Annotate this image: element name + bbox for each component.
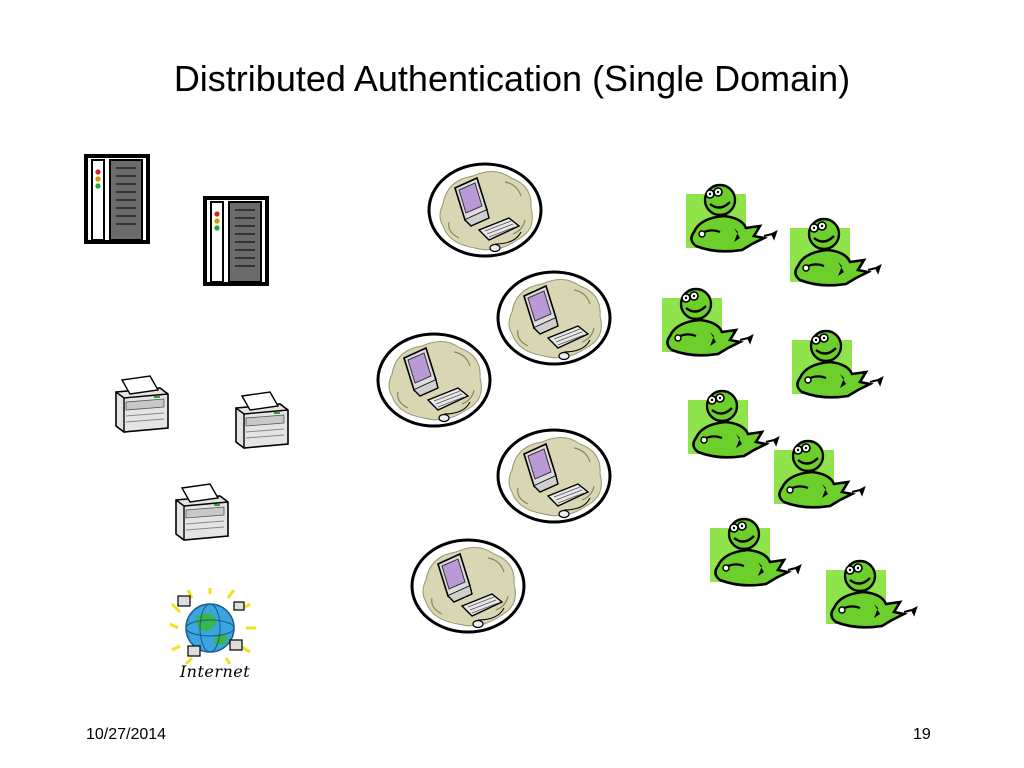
user-icon — [704, 510, 804, 590]
globe-icon — [169, 588, 256, 664]
printer-icon — [170, 480, 232, 542]
server-icon — [203, 196, 269, 286]
workstation-icon — [374, 330, 494, 430]
workstation-icon — [494, 426, 614, 526]
slide-date: 10/27/2014 — [86, 726, 167, 743]
user-icon — [682, 382, 782, 462]
workstation-icon — [425, 160, 545, 260]
user-icon — [680, 176, 780, 256]
slide-page-number: 19 — [913, 726, 931, 743]
user-icon — [786, 322, 886, 402]
user-icon — [784, 210, 884, 290]
printer-icon — [110, 372, 172, 434]
slide-title: Distributed Authentication (Single Domai… — [173, 58, 851, 99]
server-icon — [84, 154, 150, 244]
user-icon — [820, 552, 920, 632]
internet-label: Internet — [179, 662, 251, 681]
user-icon — [656, 280, 756, 360]
workstation-icon — [494, 268, 614, 368]
printer-icon — [230, 388, 292, 450]
workstation-icon — [408, 536, 528, 636]
user-icon — [768, 432, 868, 512]
